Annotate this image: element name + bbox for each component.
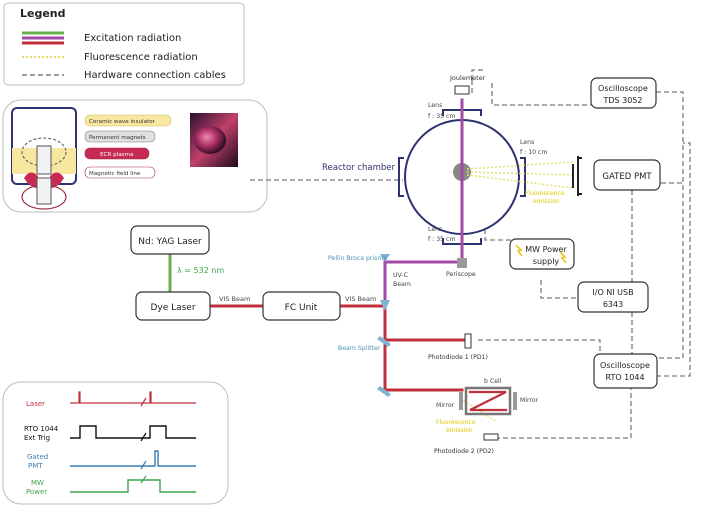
legend-item-cables: Hardware connection cables bbox=[84, 70, 226, 81]
label-usb-2: 6343 bbox=[603, 300, 623, 309]
mw-power-supply bbox=[509, 238, 575, 270]
ni-usb-daq bbox=[577, 281, 649, 313]
timing-label-pmt-2: PMT bbox=[28, 462, 43, 470]
laser-beams bbox=[168, 98, 508, 412]
label-osc2-1: Oscilloscope bbox=[600, 361, 650, 370]
waveguide bbox=[36, 145, 52, 175]
turning-mirror bbox=[377, 386, 391, 397]
trace-rto bbox=[70, 425, 196, 439]
ecr-source-inset: Ceramic wave insulator Permanent magnets… bbox=[2, 99, 268, 213]
label-fluor-em2-2: emission bbox=[446, 427, 473, 434]
periscope-prism bbox=[457, 258, 467, 268]
label-wavelength: λ = 532 nm bbox=[177, 266, 224, 275]
label-periscope: Periscope bbox=[446, 271, 476, 278]
legend-item-fluorescence: Fluorescence radiation bbox=[84, 52, 198, 63]
legend-item-excitation: Excitation radiation bbox=[84, 33, 181, 44]
dye-laser bbox=[135, 291, 211, 321]
label-lens-bot-2: f : 35 cm bbox=[428, 236, 455, 243]
trace-pmt bbox=[70, 450, 196, 467]
label-joulemeter: Joulemeter bbox=[449, 74, 486, 82]
label-pd2: Photodiode 2 (PD2) bbox=[434, 448, 494, 455]
label-magnets: Permanent magnets bbox=[89, 135, 146, 141]
fc-unit bbox=[262, 291, 341, 321]
timing-label-mw-1: MW bbox=[31, 479, 44, 487]
label-fluor-em2-1: Fluorescence bbox=[436, 419, 476, 426]
label-lens-top-2: f : 35 cm bbox=[428, 113, 455, 120]
label-vis-beam-2: VIS Beam bbox=[345, 295, 376, 303]
lightning-icon bbox=[515, 244, 523, 257]
oscilloscope-rto bbox=[593, 353, 658, 389]
label-pd1: Photodiode 1 (PD1) bbox=[428, 354, 488, 361]
timing-diagram-panel: Laser RTO 1044 Ext Trig Gated PMT MW Pow… bbox=[2, 381, 229, 505]
label-mirror-right: Mirror bbox=[520, 397, 539, 404]
photodiode-1 bbox=[464, 333, 472, 349]
legend-title: Legend bbox=[20, 7, 66, 20]
label-reactor: Reactor chamber bbox=[322, 163, 396, 173]
pellin-prism-bottom bbox=[380, 300, 390, 311]
label-osc1-1: Oscilloscope bbox=[598, 84, 648, 93]
label-lens-right-2: f : 10 cm bbox=[520, 149, 547, 156]
label-fc: FC Unit bbox=[285, 303, 318, 313]
label-field: Magnetic field line bbox=[89, 171, 141, 177]
label-lens-bot-1: Lens bbox=[428, 226, 442, 233]
field-line bbox=[21, 137, 67, 167]
label-pellin: Pellin Broca prisms bbox=[328, 255, 387, 262]
timing-label-rto-1: RTO 1044 bbox=[24, 425, 59, 433]
magnet-left bbox=[24, 172, 38, 188]
trace-laser bbox=[70, 391, 196, 404]
lightning-icon bbox=[559, 251, 567, 264]
yag-laser bbox=[130, 225, 210, 255]
label-osc2-2: RTO 1044 bbox=[605, 373, 644, 382]
timing-label-laser: Laser bbox=[26, 400, 45, 408]
label-uvc-1: UV-C bbox=[393, 272, 408, 279]
label-yag: Nd: YAG Laser bbox=[138, 237, 202, 247]
photodiode-2 bbox=[483, 433, 499, 441]
label-dye: Dye Laser bbox=[150, 303, 195, 313]
magnet-right bbox=[50, 172, 64, 188]
pellin-prism-top bbox=[380, 254, 390, 262]
label-insulator: Ceramic wave insulator bbox=[89, 119, 156, 125]
optics: Joulemeter Lens f : 35 cm Lens f : 35 cm… bbox=[328, 74, 582, 455]
label-mw-1: MW Power bbox=[525, 245, 567, 254]
beam-splitter bbox=[377, 336, 391, 347]
uvc-beam bbox=[383, 98, 464, 290]
label-cell: b Cell bbox=[484, 378, 502, 385]
label-lens-top-1: Lens bbox=[428, 102, 442, 109]
waveguide-lower bbox=[36, 177, 52, 205]
label-mw-2: supply bbox=[533, 257, 560, 266]
reactor-chamber: Reactor chamber bbox=[322, 109, 526, 245]
label-fluor-em-2: emission bbox=[533, 198, 560, 205]
timing-label-mw-2: Power bbox=[26, 488, 47, 496]
label-pmt: GATED PMT bbox=[602, 172, 652, 182]
b-cell bbox=[464, 386, 512, 416]
label-vis-beam-1: VIS Beam bbox=[219, 295, 250, 303]
oscilloscope-tds bbox=[590, 77, 657, 109]
label-usb-1: I/O NI USB bbox=[592, 288, 633, 297]
fluorescence-beams bbox=[459, 161, 574, 423]
label-lens-right-1: Lens bbox=[520, 139, 534, 146]
devices: Nd: YAG Laser λ = 532 nm Dye Laser VIS B… bbox=[130, 77, 661, 389]
label-beam-splitter: Beam Splitter bbox=[338, 345, 381, 352]
timing-label-pmt-1: Gated bbox=[27, 453, 48, 461]
trace-mw bbox=[70, 479, 196, 493]
timing-label-rto-2: Ext Trig bbox=[24, 434, 50, 442]
gated-pmt bbox=[593, 159, 661, 191]
label-uvc-2: Beam bbox=[393, 281, 411, 288]
legend-panel: Legend Excitation radiation Fluorescence… bbox=[3, 2, 245, 86]
joulemeter-box bbox=[454, 85, 470, 95]
label-osc1-2: TDS 3052 bbox=[602, 96, 642, 105]
label-mirror-left: Mirror bbox=[436, 402, 455, 409]
label-fluor-em-1: Fluorescence bbox=[525, 190, 565, 197]
label-plasma: ECR plasma bbox=[100, 152, 133, 158]
